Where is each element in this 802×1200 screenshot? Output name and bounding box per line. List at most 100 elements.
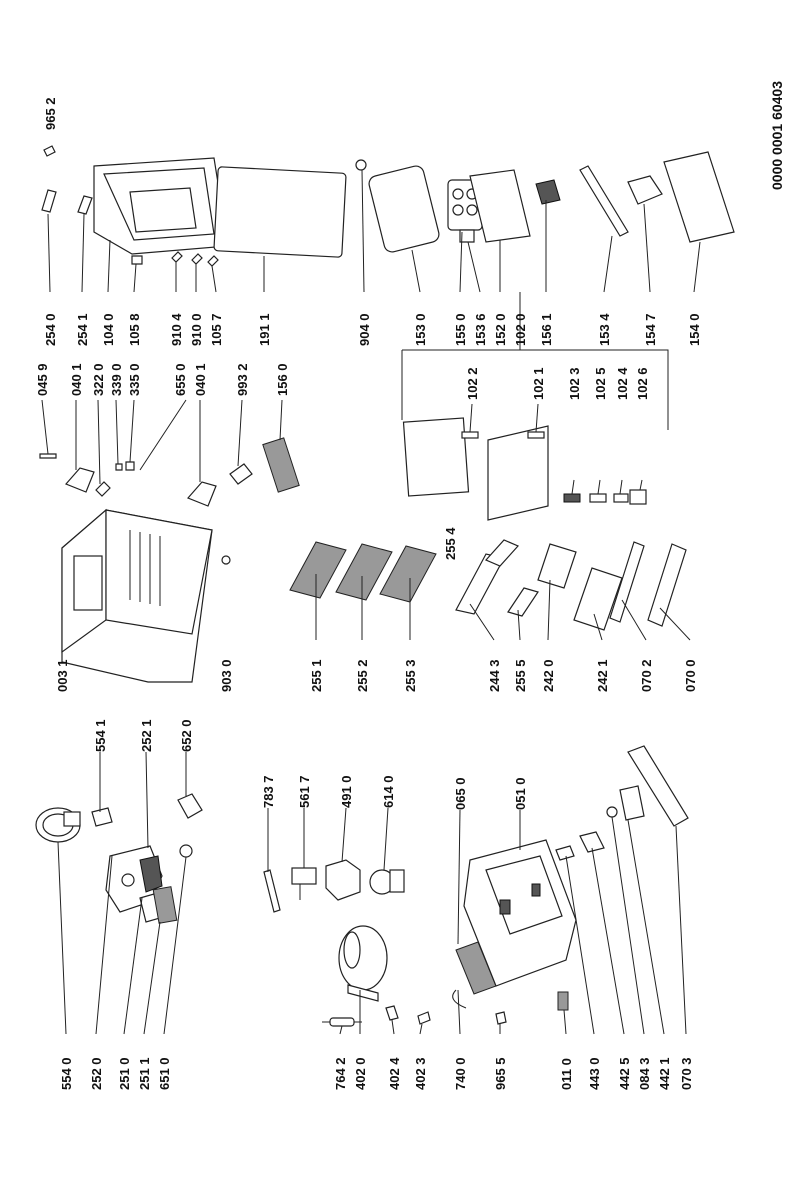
callout-335-0: 335 0 bbox=[127, 363, 142, 396]
callout-251-1: 251 1 bbox=[137, 1057, 152, 1090]
callout-column-102: 102 2 102 1 102 3 102 5 102 4 102 6 bbox=[465, 367, 650, 400]
callout-column-mid: 554 1 252 1 652 0 783 7 561 7 491 0 614 … bbox=[93, 719, 528, 810]
part-shelf-3 bbox=[379, 545, 437, 603]
part-bar-153-4 bbox=[579, 165, 629, 237]
part-divider-255-4 bbox=[484, 539, 520, 567]
callout-070-3: 070 3 bbox=[679, 1057, 694, 1090]
callout-993-2: 993 2 bbox=[235, 363, 250, 396]
part-insert-102-5 bbox=[589, 493, 607, 503]
callout-column-hinge: 045 9 040 1 322 0 339 0 335 0 655 0 040 … bbox=[35, 363, 290, 396]
callout-255-4: 255 4 bbox=[443, 527, 458, 560]
callout-242-1: 242 1 bbox=[595, 659, 610, 692]
callout-442-1: 442 1 bbox=[657, 1057, 672, 1090]
part-handle-254-1 bbox=[77, 195, 93, 215]
callout-491-0: 491 0 bbox=[339, 775, 354, 808]
part-capillary bbox=[263, 869, 281, 913]
part-switch bbox=[177, 793, 203, 819]
part-insert-102-2 bbox=[461, 431, 479, 439]
callout-105-7: 105 7 bbox=[209, 313, 224, 346]
part-tray-153-0 bbox=[368, 165, 440, 253]
part-divider-255-5 bbox=[507, 587, 539, 617]
part-screw-910-0 bbox=[191, 253, 203, 265]
callout-255-5: 255 5 bbox=[513, 659, 528, 692]
callout-column-cabinet: 003 1 903 0 255 1 255 2 255 3 244 3 255 … bbox=[55, 659, 698, 692]
part-foot bbox=[221, 555, 231, 565]
part-insert-102-1 bbox=[527, 431, 545, 439]
callout-740-0: 740 0 bbox=[453, 1057, 468, 1090]
part-relay bbox=[291, 867, 317, 900]
callout-102-0: 102 0 bbox=[513, 313, 528, 346]
callout-102-1: 102 1 bbox=[531, 367, 546, 400]
part-hinge-top bbox=[64, 467, 95, 493]
callout-102-5: 102 5 bbox=[593, 367, 608, 400]
callout-255-2: 255 2 bbox=[355, 659, 370, 692]
callout-051-0: 051 0 bbox=[513, 777, 528, 810]
part-door-104 bbox=[93, 157, 229, 255]
callout-154-7: 154 7 bbox=[643, 313, 658, 346]
callout-904-0: 904 0 bbox=[357, 313, 372, 346]
part-bottle-shelf bbox=[663, 151, 735, 243]
part-screw bbox=[557, 991, 569, 1011]
part-fan-ring bbox=[35, 807, 81, 843]
part-insert-102-6 bbox=[629, 489, 647, 505]
part-crisper-242-1 bbox=[573, 567, 623, 631]
part-power-lead bbox=[579, 831, 605, 853]
part-shelf-152 bbox=[469, 169, 531, 243]
callout-614-0: 614 0 bbox=[381, 775, 396, 808]
part-drawer-front bbox=[487, 425, 549, 521]
callout-655-0: 655 0 bbox=[173, 363, 188, 396]
part-light-housing bbox=[105, 845, 163, 913]
callout-339-0: 339 0 bbox=[109, 363, 124, 396]
callout-561-7: 561 7 bbox=[297, 775, 312, 808]
part-clip-402-3 bbox=[417, 1011, 431, 1025]
callout-156-0: 156 0 bbox=[275, 363, 290, 396]
callout-102-6: 102 6 bbox=[635, 367, 650, 400]
callout-910-0: 910 0 bbox=[189, 313, 204, 346]
part-rail-070-2 bbox=[609, 541, 645, 623]
part-clip-554 bbox=[91, 807, 113, 827]
callout-070-2: 070 2 bbox=[639, 659, 654, 692]
part-hinge-pin bbox=[95, 481, 111, 497]
callout-040-1-bottom: 040 1 bbox=[193, 363, 208, 396]
callout-011-0: 011 0 bbox=[559, 1058, 574, 1090]
part-cap-335 bbox=[125, 461, 135, 471]
part-hinge-bottom bbox=[186, 481, 217, 507]
callout-783-7: 783 7 bbox=[261, 775, 276, 808]
part-screw-910-4 bbox=[171, 251, 183, 263]
callout-252-0: 252 0 bbox=[89, 1057, 104, 1090]
callout-040-1-top: 040 1 bbox=[69, 363, 84, 396]
callout-252-1: 252 1 bbox=[139, 719, 154, 752]
callout-104-0: 104 0 bbox=[101, 313, 116, 346]
callout-965-5: 965 5 bbox=[493, 1057, 508, 1090]
part-screw-045 bbox=[39, 453, 57, 459]
callout-084-3: 084 3 bbox=[637, 1057, 652, 1090]
part-rail-070-0 bbox=[647, 543, 687, 627]
callout-554-0: 554 0 bbox=[59, 1057, 74, 1090]
part-crisper-242-0 bbox=[537, 543, 577, 589]
callout-652-0: 652 0 bbox=[179, 719, 194, 752]
part-dryer bbox=[322, 1017, 362, 1027]
part-insert-102-4 bbox=[613, 493, 629, 503]
drawing-number: 0000 0001 60403 bbox=[769, 81, 785, 190]
part-156-1 bbox=[535, 179, 561, 205]
callout-153-0: 153 0 bbox=[413, 313, 428, 346]
callout-102-3: 102 3 bbox=[567, 367, 582, 400]
part-compressor bbox=[338, 925, 388, 1002]
part-clip-402-4 bbox=[385, 1005, 399, 1021]
callout-255-1: 255 1 bbox=[309, 659, 324, 692]
part-shelf-2 bbox=[335, 543, 393, 601]
callout-105-8: 105 8 bbox=[127, 313, 142, 346]
part-base-tray bbox=[463, 839, 577, 987]
callout-442-5: 442 5 bbox=[617, 1057, 632, 1090]
part-cover bbox=[325, 859, 361, 901]
part-handle-254-0 bbox=[41, 189, 57, 213]
part-bracket bbox=[619, 785, 645, 821]
callout-065-0: 065 0 bbox=[453, 777, 468, 810]
part-cap-904 bbox=[355, 159, 367, 171]
part-grommet bbox=[495, 1011, 507, 1025]
callout-254-1: 254 1 bbox=[75, 313, 90, 346]
part-bottle-154-7 bbox=[627, 175, 663, 205]
callout-322-0: 322 0 bbox=[91, 363, 106, 396]
part-shelf-1 bbox=[289, 541, 347, 599]
callout-102-2: 102 2 bbox=[465, 367, 480, 400]
